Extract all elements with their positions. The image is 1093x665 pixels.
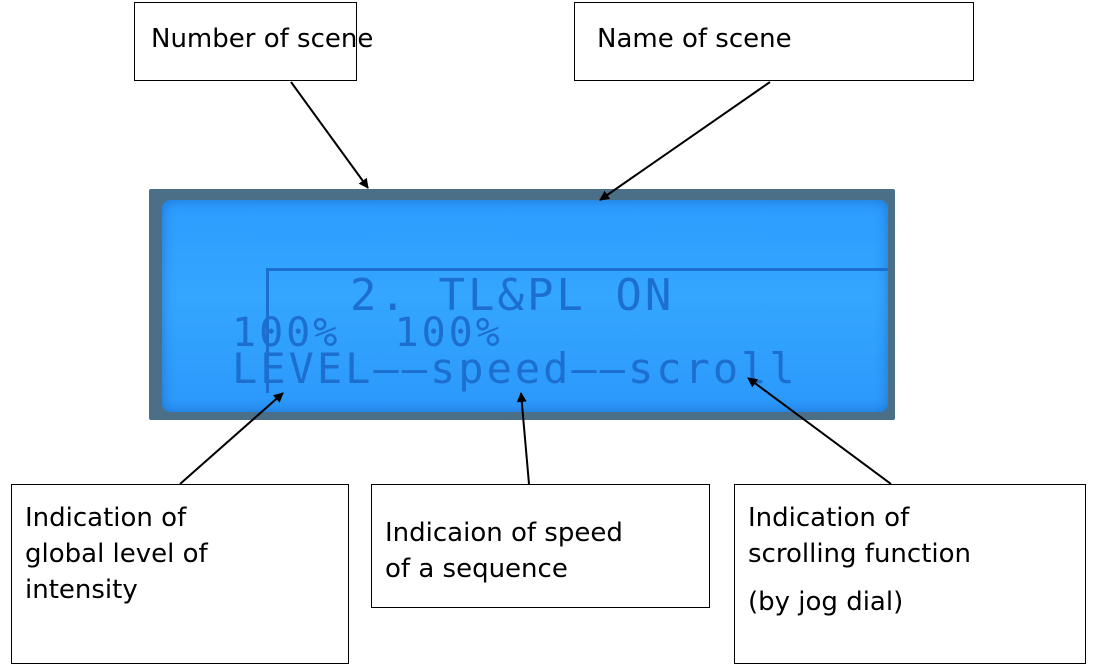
- callout-speed: Indicaion of speed of a sequence: [371, 484, 710, 608]
- callout-text: intensity: [25, 575, 138, 605]
- callout-name-of-scene: Name of scene: [574, 2, 974, 81]
- callout-text: global level of: [25, 539, 208, 569]
- callout-number-of-scene: Number of scene: [134, 2, 374, 81]
- lcd-text-area: 2. TL&PL ON 100% 100% LEVEL——speed——scro…: [218, 238, 888, 393]
- callout-scrolling-function: Indication of scrolling function (by jog…: [734, 484, 1086, 664]
- lcd-percent-line: 100% 100%: [232, 310, 503, 356]
- callout-text: Indication of: [25, 503, 187, 533]
- callout-text: of a sequence: [385, 554, 568, 584]
- callout-text: scrolling function: [748, 539, 971, 569]
- arrow-scroll: [747, 377, 892, 485]
- lcd-scene-line: 2. TL&PL ON: [350, 270, 675, 321]
- arrow-speed: [516, 392, 530, 485]
- callout-text: Indicaion of speed: [385, 518, 623, 548]
- lcd-display: 2. TL&PL ON 100% 100% LEVEL——speed——scro…: [149, 189, 895, 420]
- lcd-function-line: LEVEL——speed——scroll: [232, 344, 798, 393]
- callout-text: Name of scene: [597, 24, 792, 54]
- lcd-frame-line: [266, 268, 888, 393]
- arrow-name-of-scene: [599, 81, 771, 201]
- callout-text: Number of scene: [151, 24, 374, 54]
- callout-text: Indication of: [748, 503, 910, 533]
- callout-global-level: Indication of global level of intensity: [11, 484, 349, 664]
- lcd-screen: 2. TL&PL ON 100% 100% LEVEL——speed——scro…: [162, 200, 888, 412]
- arrow-number-of-scene: [290, 81, 369, 189]
- callout-text: (by jog dial): [748, 587, 904, 617]
- arrow-level: [179, 392, 284, 485]
